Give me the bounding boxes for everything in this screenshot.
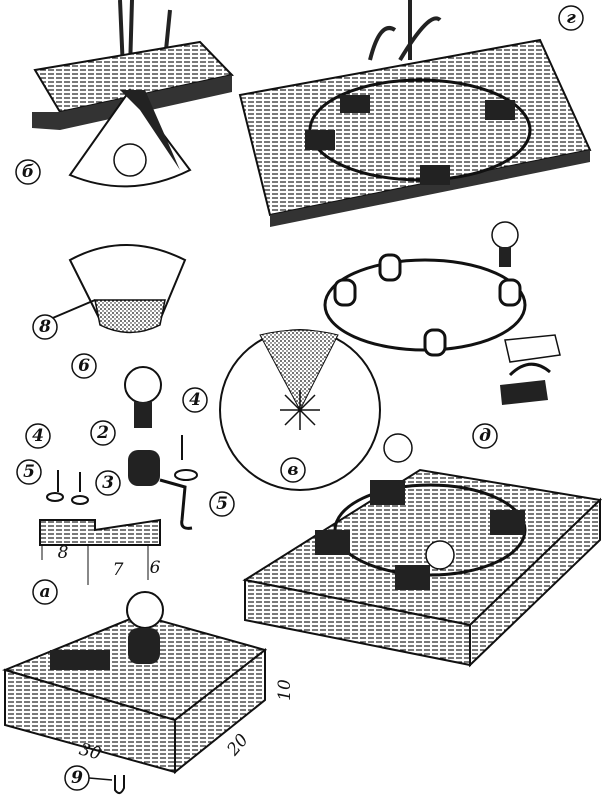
base-board xyxy=(1,591,268,794)
label-washer-right: 5 xyxy=(209,491,235,517)
label-view-d: д xyxy=(472,423,498,449)
label-text: 4 xyxy=(32,426,44,446)
dimension-bracket-b: 7 xyxy=(113,560,124,580)
detail-circle xyxy=(219,329,381,491)
label-text: 8 xyxy=(38,317,51,337)
label-text: 9 xyxy=(71,768,83,788)
dimension-board-length: 30 xyxy=(77,740,103,765)
label-text: 6 xyxy=(78,356,90,376)
label-text: 3 xyxy=(102,473,114,493)
label-bracket: 3 xyxy=(95,470,121,496)
label-text: 5 xyxy=(23,462,35,482)
label-screw-left: 4 xyxy=(25,423,51,449)
label-view-b: б xyxy=(15,159,41,185)
label-text: 5 xyxy=(216,494,228,514)
ceiling-ring-view xyxy=(238,0,592,227)
label-hook: 9 xyxy=(64,765,90,791)
label-spring: 2 xyxy=(90,420,116,446)
label-view-g: г xyxy=(558,5,584,31)
dimension-board-width: 20 xyxy=(223,730,253,760)
assembled-board xyxy=(242,433,603,668)
label-text: д xyxy=(479,426,491,446)
label-text: а xyxy=(39,582,50,602)
label-text: 2 xyxy=(96,423,109,443)
label-text: б xyxy=(22,162,34,182)
label-reflector: 8 xyxy=(32,314,58,340)
label-text: в xyxy=(287,460,298,480)
label-screw-right: 4 xyxy=(182,387,208,413)
dimension-bracket-a: 8 xyxy=(58,543,69,563)
label-text: 4 xyxy=(189,390,201,410)
dimension-bracket-c: 6 xyxy=(150,558,161,578)
label-text: г xyxy=(566,8,576,28)
reflector xyxy=(47,244,187,334)
label-bulb: 6 xyxy=(71,353,97,379)
label-washer-left: 5 xyxy=(16,459,42,485)
label-view-a: а xyxy=(32,579,58,605)
labels: б г 8 6 4 4 2 5 5 3 в д а 9 8 7 6 10 30 … xyxy=(15,5,584,791)
ceiling-lamp-view xyxy=(32,0,234,188)
label-view-v: в xyxy=(280,457,306,483)
loose-parts xyxy=(39,366,198,585)
ring-parts xyxy=(323,221,561,405)
dimension-board-height: 10 xyxy=(275,679,295,701)
